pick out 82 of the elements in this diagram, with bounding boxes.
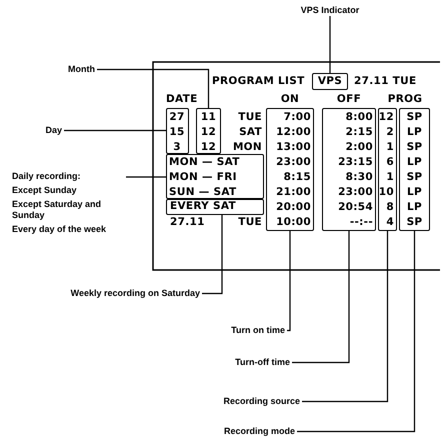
display-text: SP [406, 110, 422, 124]
display-text: 10:00 [276, 215, 311, 229]
display-text: 8:00 [346, 110, 373, 124]
display-text: 1 [386, 140, 394, 154]
display-text: SAT [239, 125, 262, 139]
column-frame [166, 108, 189, 154]
display-text: SP [406, 140, 422, 154]
display-text: 12 [200, 140, 216, 154]
display-text: 20:00 [276, 200, 311, 214]
display-text: 12 [378, 110, 394, 124]
display-text: MON — FRI [169, 170, 237, 184]
leader-line [329, 16, 331, 73]
display-text: 27.11 [170, 215, 205, 229]
display-heading: PROG [388, 92, 422, 106]
column-frame [399, 108, 430, 231]
framed-display-text: EVERY SAT [166, 199, 264, 215]
column-frame [322, 108, 376, 231]
callout-label: Except Saturday and Sunday [12, 199, 102, 221]
display-text: TUE [238, 215, 262, 229]
display-heading: 27.11 TUE [354, 74, 416, 88]
display-text: LP [407, 125, 422, 139]
display-text: 27 [169, 110, 185, 124]
display-text: MON — SAT [169, 155, 240, 169]
display-text: 7:00 [284, 110, 311, 124]
leader-line [297, 231, 416, 432]
callout-label: Weekly recording on Saturday [70, 288, 200, 299]
display-text: 23:15 [338, 155, 373, 169]
callout-label: Recording mode [224, 426, 295, 437]
display-heading: PROGRAM LIST [212, 74, 305, 88]
display-text: 21:00 [276, 185, 311, 199]
display-text: LP [407, 200, 422, 214]
display-text: 8 [386, 200, 394, 214]
callout-label: Turn on time [231, 325, 285, 336]
callout-label: Recording source [223, 396, 300, 407]
indicator-box: VPS [312, 73, 348, 90]
display-heading: OFF [336, 92, 362, 106]
display-text: 11 [200, 110, 216, 124]
leader-line [287, 231, 291, 332]
display-text: 23:00 [276, 155, 311, 169]
display-text: SP [406, 215, 422, 229]
display-text: SP [406, 170, 422, 184]
leader-line [302, 231, 388, 402]
display-text: LP [407, 185, 422, 199]
display-heading: DATE [166, 92, 198, 106]
callout-label: Except Sunday [12, 185, 78, 196]
display-text: MON [232, 140, 262, 154]
display-text: 1 [386, 170, 394, 184]
callout-label: Month [68, 64, 95, 75]
display-text: 15 [169, 125, 185, 139]
display-text: 2:00 [346, 140, 373, 154]
display-text: 12 [200, 125, 216, 139]
display-heading: ON [280, 92, 300, 106]
display-text: 8:30 [346, 170, 373, 184]
leader-line [292, 231, 350, 364]
display-text: 2:15 [346, 125, 373, 139]
callout-label: Daily recording: [12, 171, 82, 182]
display-text: 2 [386, 125, 394, 139]
callout-label: Turn-off time [235, 357, 290, 368]
column-frame [196, 108, 221, 154]
column-frame [266, 108, 314, 231]
leader-line [97, 68, 210, 108]
display-text: 23:00 [338, 185, 373, 199]
display-text: 4 [386, 215, 394, 229]
display-text: 13:00 [276, 140, 311, 154]
callout-label: Every day of the week [12, 224, 108, 235]
display-text: SUN — SAT [169, 185, 236, 199]
display-text: --:-- [350, 215, 373, 229]
display-text: 20:54 [338, 200, 373, 214]
display-text: TUE [238, 110, 262, 124]
leader-line [202, 215, 223, 294]
column-frame [166, 154, 264, 199]
display-text: 10 [378, 185, 394, 199]
callout-label: VPS Indicator [300, 5, 360, 16]
callout-label: Day [45, 125, 62, 136]
leader-line [64, 130, 166, 132]
leader-line [126, 176, 166, 178]
display-text: LP [407, 155, 422, 169]
display-text: 3 [173, 140, 181, 154]
display-text: 12:00 [276, 125, 311, 139]
display-text: 8:15 [284, 170, 311, 184]
column-frame [378, 108, 397, 231]
display-text: 6 [386, 155, 394, 169]
